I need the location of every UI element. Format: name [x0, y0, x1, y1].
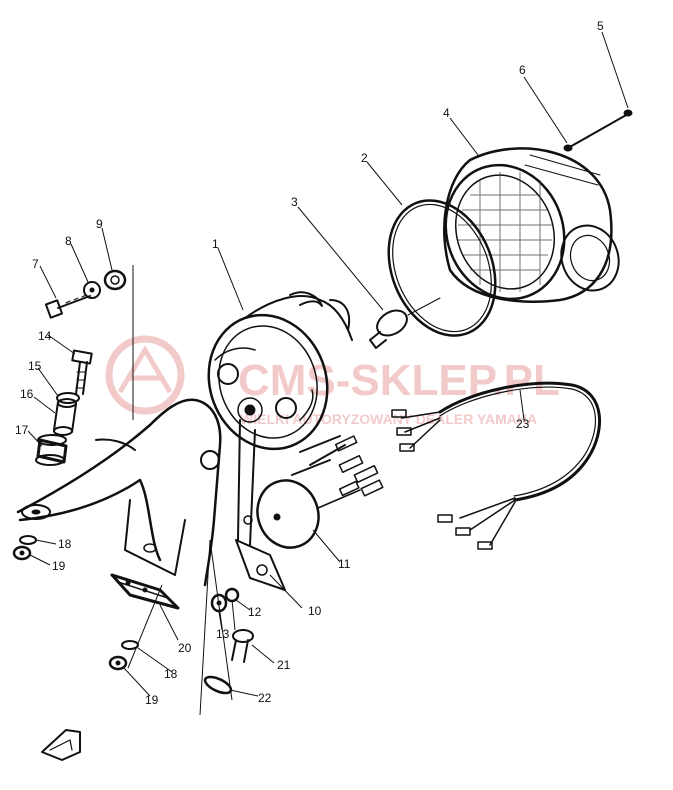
- callout-3: 3: [291, 195, 298, 209]
- washer-12: [224, 587, 240, 603]
- lens-assembly: [443, 147, 620, 303]
- washer-18b: [121, 640, 139, 650]
- callout-19: 19: [52, 559, 66, 573]
- washer-22: [203, 675, 233, 695]
- callout-2: 2: [361, 151, 368, 165]
- dealer-logo-icon: [105, 335, 185, 415]
- callout-17: 17: [15, 423, 29, 437]
- bolt-7: [44, 294, 91, 319]
- bolt-14: [71, 349, 93, 395]
- watermark: CMS-SKLEP.PL WIELKI AUTORYZOWANY DEALER …: [105, 335, 560, 427]
- callout-1: 1: [212, 237, 219, 251]
- callout-15: 15: [28, 359, 42, 373]
- callout-4: 4: [443, 106, 450, 120]
- spacer-16: [53, 398, 77, 436]
- washer-18: [19, 535, 37, 545]
- bolt-21: [231, 629, 254, 663]
- nut-13: [210, 593, 228, 613]
- damper-17: [35, 434, 68, 466]
- leader-lines: [27, 31, 629, 697]
- callout-21: 21: [277, 658, 291, 672]
- guide-lines: [127, 265, 236, 716]
- lamp-housing: [207, 291, 353, 451]
- callout-18: 18: [58, 537, 72, 551]
- callout-16: 16: [20, 387, 34, 401]
- callout-23: 23: [516, 417, 530, 431]
- plate-20: [110, 573, 180, 610]
- watermark-brand: CMS-SKLEP.PL: [238, 356, 560, 405]
- callout-labels: 5 6 4 2 3 1 7 8 9 14 15 16 17 18 19 20 1…: [15, 19, 604, 707]
- callout-19-lower: 19: [145, 693, 159, 707]
- callout-10: 10: [308, 604, 322, 618]
- callout-14: 14: [38, 329, 52, 343]
- watermark-tagline: WIELKI AUTORYZOWANY DEALER YAMAHA: [240, 411, 537, 427]
- callout-20: 20: [178, 641, 192, 655]
- nut-19: [12, 545, 32, 561]
- callout-22: 22: [258, 691, 272, 705]
- wire-connectors: [291, 435, 384, 497]
- wire-harness: [391, 381, 601, 550]
- callout-8: 8: [65, 234, 72, 248]
- callout-6: 6: [519, 63, 526, 77]
- callout-7: 7: [32, 257, 39, 271]
- callout-11: 11: [338, 557, 351, 571]
- reflector: [256, 479, 361, 549]
- callout-13: 13: [216, 627, 230, 641]
- callout-5: 5: [597, 19, 604, 33]
- washer-8: [83, 281, 101, 299]
- nut-19b: [108, 655, 128, 671]
- washer-15: [56, 392, 80, 404]
- gasket-ring: [387, 199, 497, 337]
- callout-18-lower: 18: [164, 667, 178, 681]
- front-direction-arrow-icon: [41, 729, 81, 761]
- nut-9: [103, 269, 127, 291]
- callout-12: 12: [248, 605, 262, 619]
- bulb: [369, 297, 441, 349]
- callout-9: 9: [96, 217, 103, 231]
